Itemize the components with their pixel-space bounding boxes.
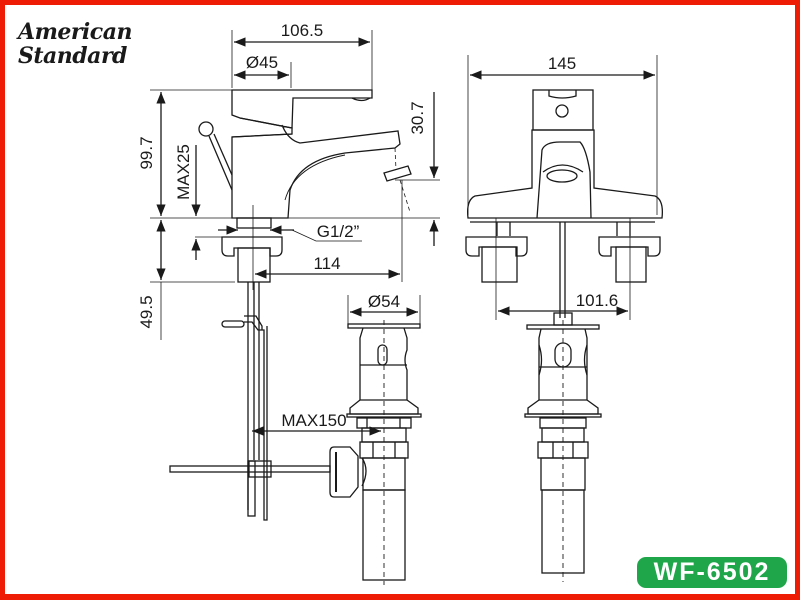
dim-center-spacing: 101.6 — [576, 291, 619, 310]
dim-spout-reach: 114 — [313, 254, 340, 273]
dim-height: 99.7 — [137, 136, 156, 169]
drain-assembly-side — [252, 295, 422, 585]
dim-spout-clearance: 30.7 — [408, 101, 427, 134]
dim-handle-diameter: Ø45 — [246, 53, 278, 72]
dim-overall-width: 145 — [548, 54, 576, 73]
dim-flange-diameter: Ø54 — [368, 292, 400, 311]
brand-logo: American Standard — [18, 20, 132, 68]
dim-max-rod-offset: MAX150 — [281, 411, 346, 430]
drain-assembly-front — [524, 312, 602, 582]
dim-below-deck: 49.5 — [137, 295, 156, 328]
dim-overall-depth: 106.5 — [281, 21, 324, 40]
side-view-faucet — [150, 30, 440, 521]
brand-line-2: Standard — [18, 43, 127, 69]
dim-max-deck: MAX25 — [174, 144, 193, 200]
dim-thread: G1/2” — [317, 222, 360, 241]
brand-line-1: American — [18, 19, 132, 45]
model-number-badge: WF-6502 — [637, 557, 787, 588]
front-view-faucet — [465, 55, 663, 320]
